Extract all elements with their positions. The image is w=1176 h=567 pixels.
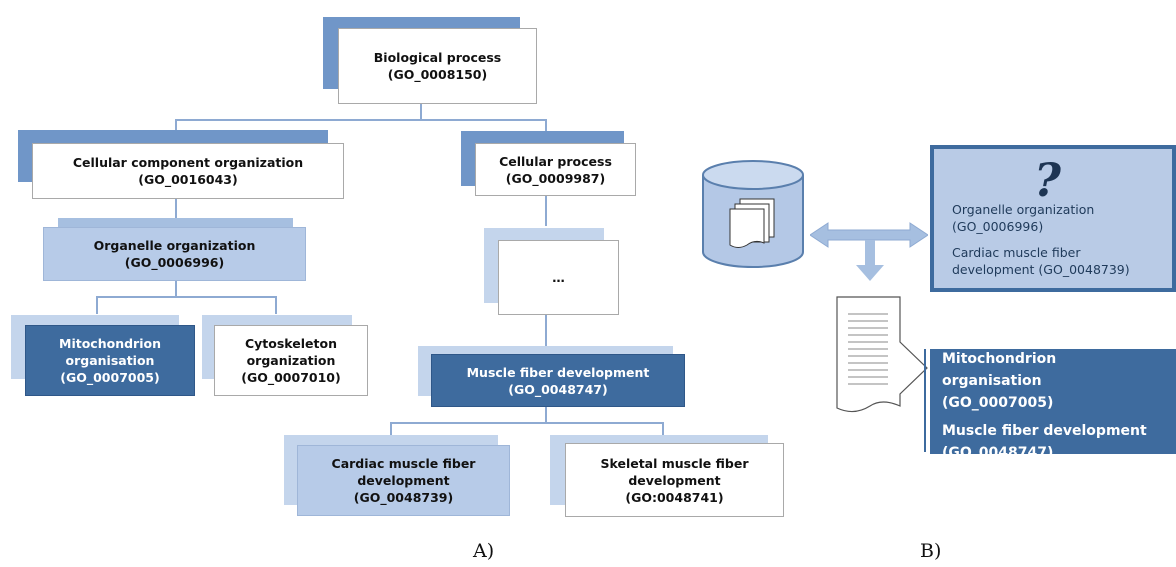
node-id: (GO_0008150)	[387, 67, 488, 82]
query-term-line: Organelle organization	[952, 202, 1095, 217]
query-terms-box: ? Organelle organization (GO_0006996) Ca…	[930, 145, 1176, 292]
connector	[96, 296, 276, 298]
connector	[662, 422, 664, 440]
node-name: Cytoskeleton	[244, 336, 337, 351]
node-name: Biological process	[373, 50, 502, 65]
connector	[390, 422, 663, 424]
document-icon	[836, 296, 928, 452]
node-cardiac-muscle-fiber-development: Cardiac muscle fiber development (GO_004…	[297, 445, 510, 516]
connector	[545, 407, 547, 423]
node-id: (GO_0007010)	[241, 370, 341, 385]
annotation-result-box: Mitochondrion organisation (GO_0007005) …	[930, 349, 1176, 454]
node-id: (GO_0006996)	[124, 255, 225, 270]
bidirectional-arrow-icon	[810, 222, 928, 281]
node-name: Organelle organization	[93, 238, 256, 253]
query-term-line: development (GO_0048739)	[952, 262, 1130, 277]
ellipsis-text: …	[552, 270, 565, 285]
connector	[175, 199, 177, 227]
node-mitochondrion-organisation: Mitochondrion organisation (GO_0007005)	[25, 325, 195, 396]
database-icon	[702, 160, 804, 268]
connector	[175, 281, 177, 297]
node-id: (GO_0048747)	[508, 381, 608, 397]
node-biological-process: Biological process (GO_0008150)	[338, 28, 537, 104]
document-stack-icon	[729, 198, 775, 248]
node-ellipsis: …	[498, 240, 619, 315]
connector	[175, 119, 546, 121]
node-id: (GO_0048739)	[353, 490, 454, 505]
node-id: (GO:0048741)	[625, 489, 724, 505]
node-name: organisation	[65, 353, 155, 368]
node-name: Cellular process	[499, 153, 612, 169]
node-organelle-organization: Organelle organization (GO_0006996)	[43, 227, 306, 281]
connector	[96, 296, 98, 314]
node-cellular-process: Cellular process (GO_0009987)	[475, 143, 636, 196]
connector	[420, 104, 422, 120]
node-cellular-component-organization: Cellular component organization (GO_0016…	[32, 143, 344, 199]
node-name: Skeletal muscle fiber	[600, 455, 749, 471]
node-id: (GO_0016043)	[138, 172, 238, 187]
result-term-line: (GO_0007005)	[942, 395, 1054, 411]
connector	[390, 422, 392, 436]
panel-b-caption: B)	[920, 540, 942, 562]
panel-a-caption: A)	[473, 540, 495, 562]
node-name: Cardiac muscle fiber	[331, 456, 476, 471]
node-cytoskeleton-organization: Cytoskeleton organization (GO_0007010)	[214, 325, 368, 396]
node-id: (GO_0007005)	[60, 370, 160, 385]
result-term-line: (GO_0048747)	[942, 445, 1054, 454]
node-name: Mitochondrion	[59, 336, 161, 351]
query-term-line: Cardiac muscle fiber	[952, 245, 1081, 260]
node-name: Cellular component organization	[72, 155, 304, 170]
node-name: development	[357, 473, 450, 488]
result-term-line: Muscle fiber development	[942, 423, 1147, 439]
connector	[545, 196, 547, 226]
node-skeletal-muscle-fiber-development: Skeletal muscle fiber development (GO:00…	[565, 443, 784, 517]
node-id: (GO_0009987)	[505, 170, 606, 186]
node-name: Muscle fiber development	[466, 364, 650, 380]
question-mark: ?	[1034, 153, 1061, 207]
node-name: organization	[246, 353, 336, 368]
node-name: development	[628, 472, 721, 488]
connector	[545, 314, 547, 354]
node-muscle-fiber-development: Muscle fiber development (GO_0048747)	[431, 354, 685, 407]
result-term-line: Mitochondrion	[942, 351, 1057, 367]
connector	[275, 296, 277, 314]
result-term-line: organisation	[942, 373, 1042, 389]
query-term-line: (GO_0006996)	[952, 219, 1044, 234]
